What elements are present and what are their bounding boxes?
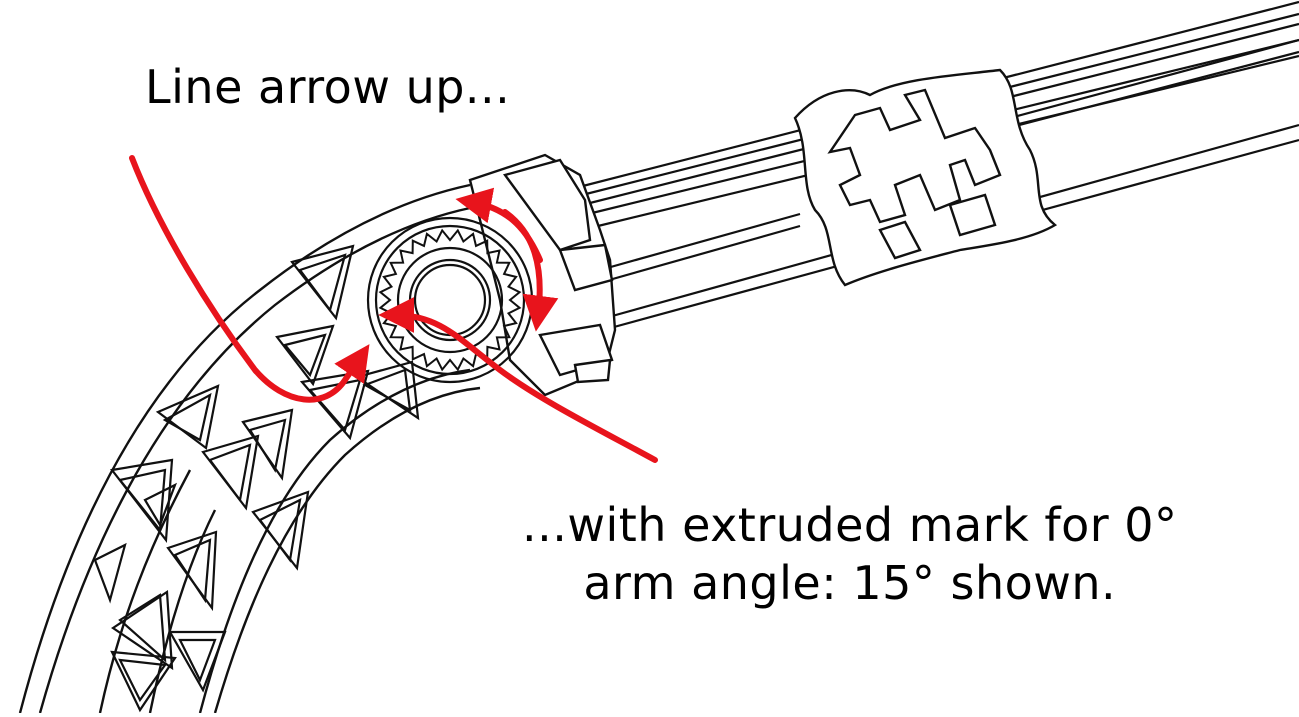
annotation-arrows xyxy=(129,155,658,463)
caption-line-arrow-up: Line arrow up... xyxy=(145,60,511,114)
caption-extruded-mark-line2: arm angle: 15° shown. xyxy=(583,556,1117,610)
extrusion-section-breakout xyxy=(793,68,1058,287)
arm-lattice-cutouts xyxy=(93,244,420,713)
gear-tooth-profile xyxy=(378,228,522,372)
hinge-housing xyxy=(468,153,617,397)
caption-extruded-mark: ...with extruded mark for 0° arm angle: … xyxy=(522,496,1178,612)
gear-teeth xyxy=(378,228,522,372)
arrow-extruded-mark xyxy=(378,297,658,463)
arrow-rotation-up xyxy=(455,187,543,263)
arrow-line-up xyxy=(129,155,370,403)
caption-extruded-mark-line1: ...with extruded mark for 0° xyxy=(522,498,1178,552)
